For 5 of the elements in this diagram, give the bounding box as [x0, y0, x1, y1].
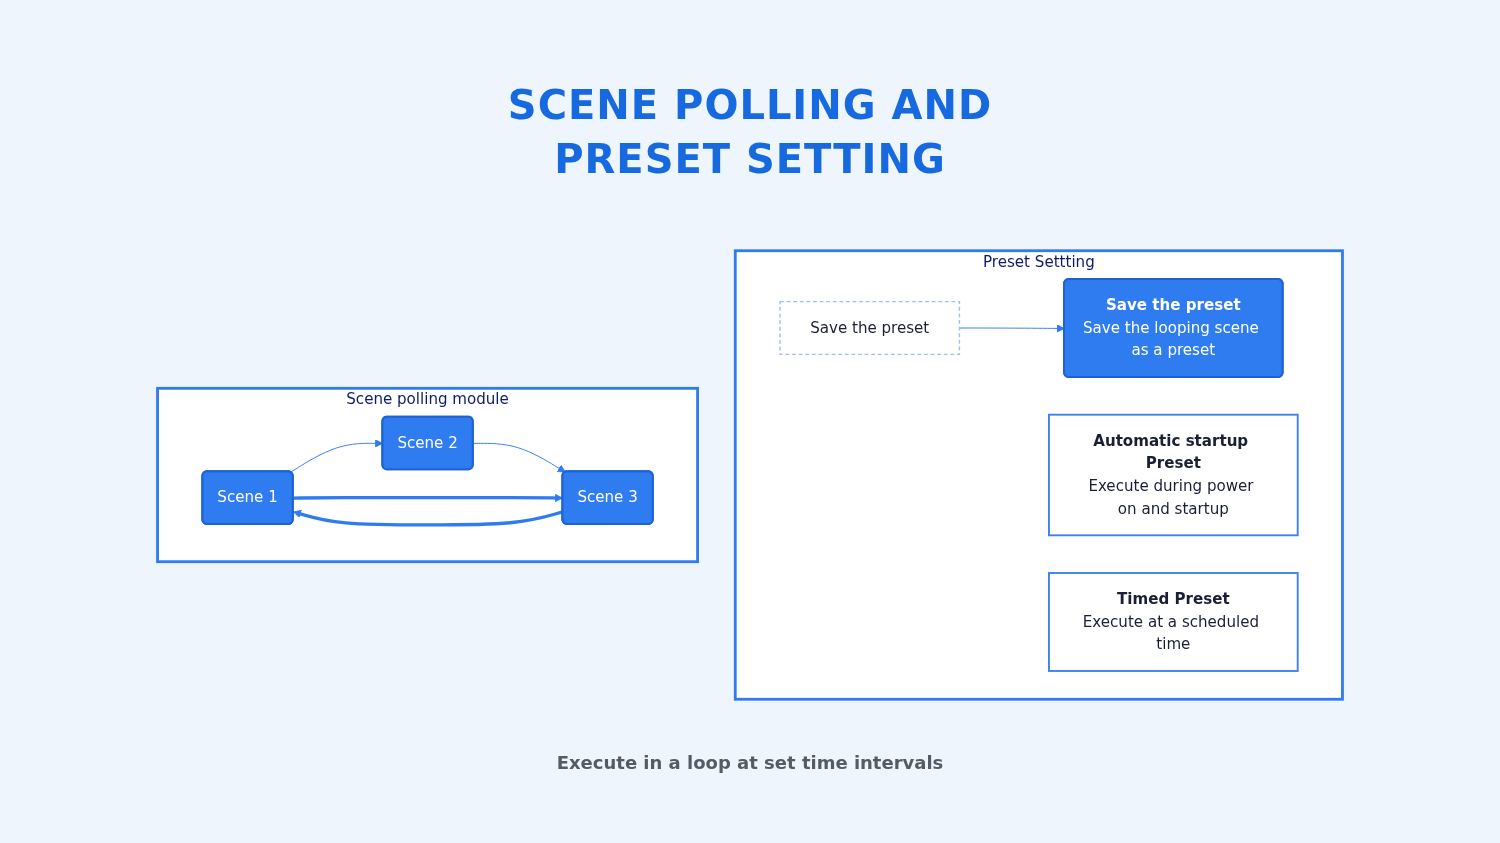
node-box: Save the preset [779, 300, 961, 356]
node-box: Automatic startup Preset Execute during power on and startup [1048, 413, 1299, 537]
node-box: Timed Preset Execute at a scheduled time [1048, 572, 1299, 672]
note-text: Execute in a loop at set time intervals [556, 752, 944, 773]
diagram-title: SCENE POLLING AND PRESET SETTING [506, 81, 994, 184]
